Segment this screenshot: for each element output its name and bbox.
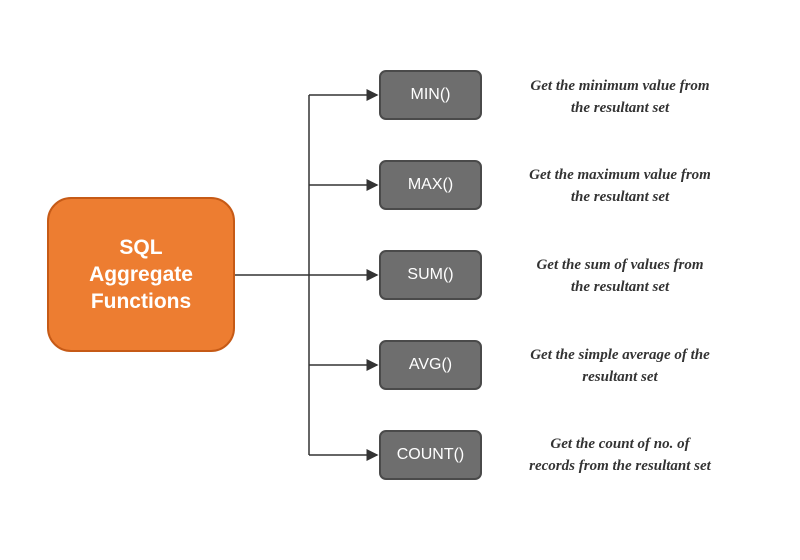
description-line: the resultant set <box>570 100 670 116</box>
description-count: Get the count of no. of records from the… <box>500 433 740 477</box>
function-node-max: MAX() <box>379 160 482 210</box>
description-avg: Get the simple average of the resultant … <box>500 344 740 388</box>
description-line: Get the minimum value from <box>530 78 710 94</box>
root-title-line: SQL <box>119 236 163 259</box>
description-line: the resultant set <box>570 279 670 295</box>
description-line: Get the sum of values from <box>536 257 704 273</box>
function-node-avg: AVG() <box>379 340 482 390</box>
description-line: Get the maximum value from <box>529 167 711 183</box>
description-max: Get the maximum value from the resultant… <box>500 164 740 208</box>
root-node-sql-aggregate-functions: SQL Aggregate Functions <box>47 197 235 352</box>
description-min: Get the minimum value from the resultant… <box>500 75 740 119</box>
function-node-count: COUNT() <box>379 430 482 480</box>
description-line: Get the count of no. of <box>550 436 690 452</box>
description-line: resultant set <box>582 369 658 385</box>
function-node-min: MIN() <box>379 70 482 120</box>
description-sum: Get the sum of values from the resultant… <box>500 254 740 298</box>
root-title-line: Aggregate <box>89 263 193 286</box>
function-node-sum: SUM() <box>379 250 482 300</box>
description-line: the resultant set <box>570 189 670 205</box>
description-line: records from the resultant set <box>529 458 711 474</box>
root-title-line: Functions <box>90 290 192 313</box>
description-line: Get the simple average of the <box>530 347 710 363</box>
